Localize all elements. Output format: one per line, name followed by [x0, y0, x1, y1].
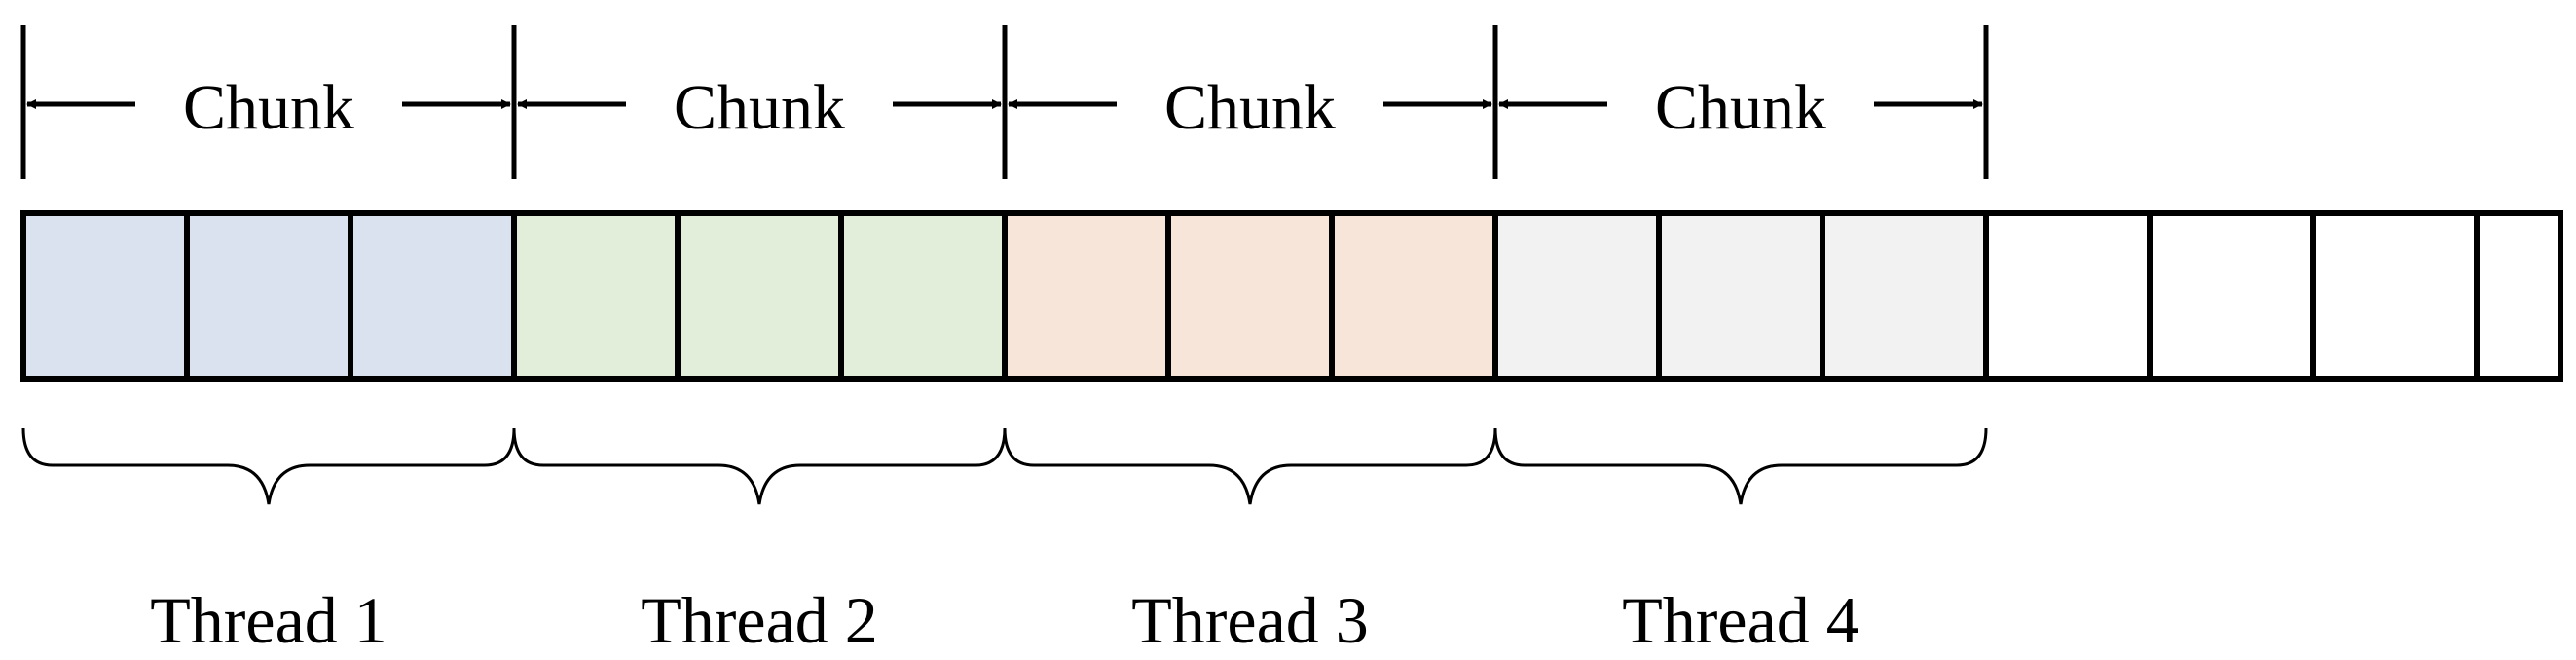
thread-label: Thread 2 [641, 583, 878, 657]
array-cell [2150, 213, 2313, 379]
thread-brace [1493, 427, 1988, 505]
chunk-label: Chunk [1655, 72, 1826, 143]
array-cell [1168, 213, 1332, 379]
array-cell [187, 213, 350, 379]
array-cell [841, 213, 1005, 379]
array-cell [1005, 213, 1168, 379]
thread-label: Thread 4 [1622, 583, 1859, 657]
thread-braces [21, 427, 1988, 505]
thread-brace [512, 427, 1007, 505]
array-cell [1495, 213, 1659, 379]
thread-brace [21, 427, 516, 505]
array-cell [1986, 213, 2150, 379]
array-cell [350, 213, 514, 379]
thread-label: Thread 3 [1131, 583, 1369, 657]
thread-brace [1003, 427, 1497, 505]
array-cell [1332, 213, 1495, 379]
array-border [20, 210, 2563, 382]
chunk-label: Chunk [674, 72, 845, 143]
chunk-label: Chunk [183, 72, 354, 143]
chunk-annotations [20, 25, 1989, 179]
array-cell [678, 213, 841, 379]
array-cell [1659, 213, 1822, 379]
array-cell [514, 213, 678, 379]
array-cell [1822, 213, 1986, 379]
array-cell [2477, 213, 2560, 379]
thread-label: Thread 1 [150, 583, 387, 657]
array-cells [20, 210, 2563, 382]
chunk-label: Chunk [1164, 72, 1336, 143]
array-cell [2313, 213, 2477, 379]
array-cell [23, 213, 187, 379]
